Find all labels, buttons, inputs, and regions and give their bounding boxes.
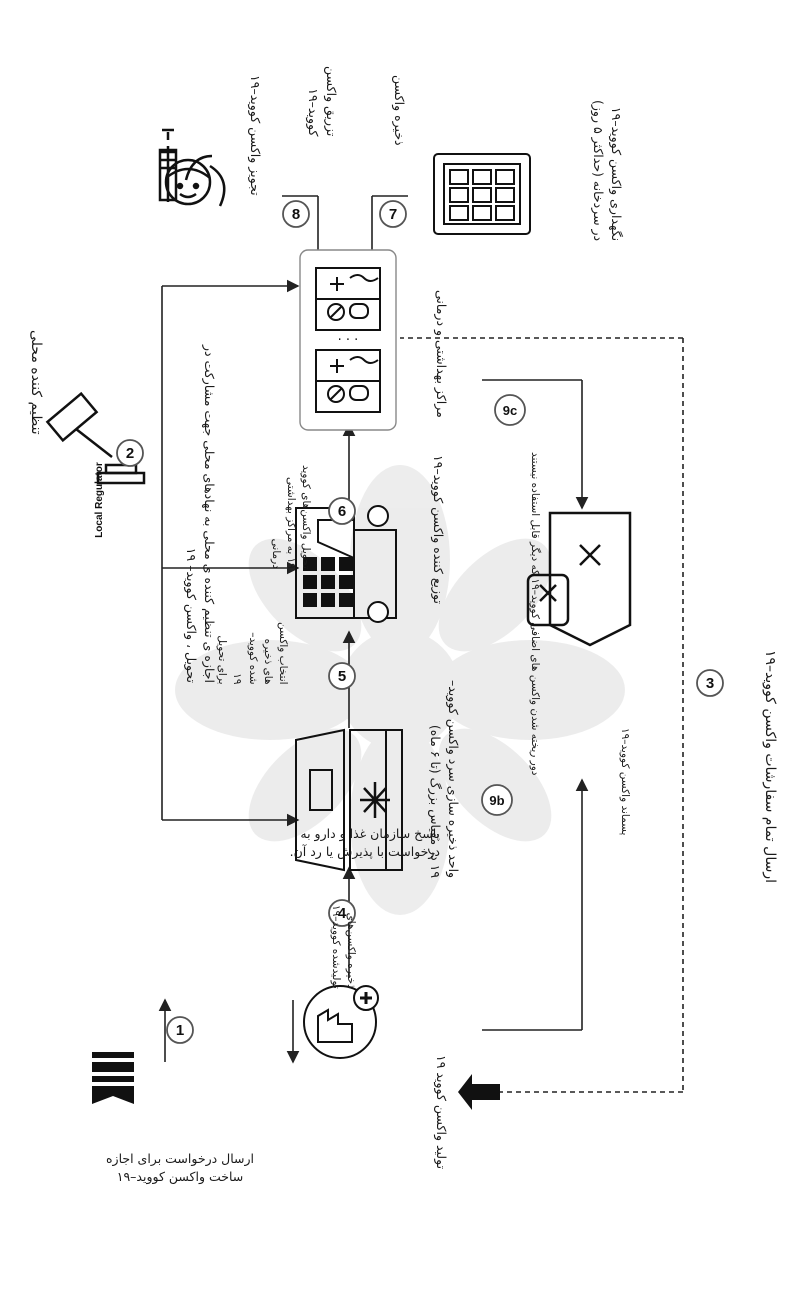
select-line-4: ۱۹ bbox=[229, 622, 244, 685]
fda-response-line-2: درخواست با پذیرش یا رد آن. bbox=[215, 843, 440, 861]
request-label: ارسال درخواست برای اجازه ساخت واکسن کووی… bbox=[75, 1150, 285, 1186]
discard-label: دور ریخته شدن واکسن های اضافی کووید–۱۹ ک… bbox=[527, 452, 542, 775]
health-centers-box: · · · bbox=[300, 250, 396, 430]
local-regulator-title: تنظیم کننده محلی bbox=[26, 330, 46, 435]
fda-response-line-1: پاسخ سازمان غذا و دارو به bbox=[215, 825, 440, 843]
send-all-orders-label: ارسال تمام سفارشات واکسن کووید–۱۹ bbox=[760, 650, 780, 883]
cold-storage-line-1: واحد ذخیره سازی سرد واکسن کووید– bbox=[444, 680, 462, 878]
inject-line-1: تزریق واکسن bbox=[322, 66, 340, 136]
fridge-line-1: نگهداری واکسن کووید–۱۹ bbox=[607, 100, 625, 241]
select-line-2: های ذخیره bbox=[260, 622, 275, 685]
step-9b-marker: 9b bbox=[482, 785, 512, 815]
store-produced-line-1: ذخیره واکسن‌های bbox=[343, 905, 358, 989]
fridge-line-2: در سردخانه (حداکثر ۵ روز) bbox=[589, 100, 607, 241]
deliver-centers-line-1: تحویل واکسن‌های کووید bbox=[298, 465, 313, 569]
step-6-marker: 6 bbox=[329, 498, 355, 524]
request-line-1: ارسال درخواست برای اجازه bbox=[75, 1150, 285, 1168]
select-line-5: برای تحویل bbox=[214, 622, 229, 685]
step-5-marker: 5 bbox=[329, 663, 355, 689]
step-6-label: 6 bbox=[338, 503, 346, 520]
deliver-centers-label: تحویل واکسن‌های کووید ۱۹ به مراکز بهداشت… bbox=[267, 465, 313, 569]
vaccine-fridge-icon bbox=[434, 154, 530, 234]
store-produced-line-2: تولیدشده کووید–۱۹ bbox=[328, 905, 343, 989]
step-5-label: 5 bbox=[338, 668, 346, 685]
select-line-3: شده کووید– bbox=[244, 622, 259, 685]
step-8-label: 8 bbox=[292, 206, 300, 223]
svg-text:· · ·: · · · bbox=[338, 333, 359, 348]
step-9c-label: 9c bbox=[503, 403, 517, 418]
order-arrow-icon bbox=[458, 1074, 500, 1110]
request-line-2: ساخت واکسن کووید–۱۹ bbox=[75, 1168, 285, 1186]
manufacturer-icon bbox=[304, 986, 378, 1058]
store-vaccine-label: ذخیره واکسن bbox=[390, 75, 408, 146]
distributor-label: توزیع کننده واکسن کووید–۱۹ bbox=[429, 455, 447, 604]
local-regulator-logo-text: Local Regulator bbox=[94, 462, 105, 538]
step-8-marker: 8 bbox=[283, 201, 309, 227]
inject-label: تزریق واکسن کووید–۱۹ bbox=[304, 66, 340, 136]
step-7-marker: 7 bbox=[380, 201, 406, 227]
deliver-centers-line-3: درمانی bbox=[267, 465, 282, 569]
prescribe-label: تجویز واکسن کووید–۱۹ bbox=[246, 75, 264, 196]
fridge-label: نگهداری واکسن کووید–۱۹ در سردخانه (حداکث… bbox=[589, 100, 625, 241]
select-line-1: انتخاب واکسن bbox=[275, 622, 290, 685]
step-3-marker: 3 bbox=[697, 670, 723, 696]
step-3-label: 3 bbox=[706, 675, 714, 692]
waste-label: پسماند واکسن کووید–۱۹ bbox=[617, 728, 632, 835]
step-9b-label: 9b bbox=[489, 793, 504, 808]
step-1-marker: 1 bbox=[167, 1017, 193, 1043]
approval-line-2: تحویل ، واکسن کووید– ۱۹ bbox=[182, 345, 200, 683]
step-1-label: 1 bbox=[176, 1022, 184, 1039]
step-2-label: 2 bbox=[126, 445, 134, 462]
select-stored-label: انتخاب واکسن های ذخیره شده کووید– ۱۹ برا… bbox=[214, 622, 290, 685]
fda-response-label: پاسخ سازمان غذا و دارو به درخواست با پذی… bbox=[215, 825, 440, 861]
step-2-marker: 2 bbox=[117, 440, 143, 466]
production-label: تولید واکسن کووید ۱۹ bbox=[432, 1055, 450, 1169]
approval-text: اجازه ی تنظیم کننده ی محلی به نهادهای مح… bbox=[182, 345, 218, 683]
health-centers-label: مراکز بهداشتی و درمانی bbox=[432, 290, 450, 418]
deliver-centers-line-2: ۱۹ به مراکز بهداشتی bbox=[283, 465, 298, 569]
store-produced-label: ذخیره واکسن‌های تولیدشده کووید–۱۹ bbox=[328, 905, 358, 989]
fda-logo-icon bbox=[88, 1048, 138, 1108]
inject-line-2: کووید–۱۹ bbox=[304, 66, 322, 136]
step-9c-marker: 9c bbox=[495, 395, 525, 425]
step-7-label: 7 bbox=[389, 206, 397, 223]
